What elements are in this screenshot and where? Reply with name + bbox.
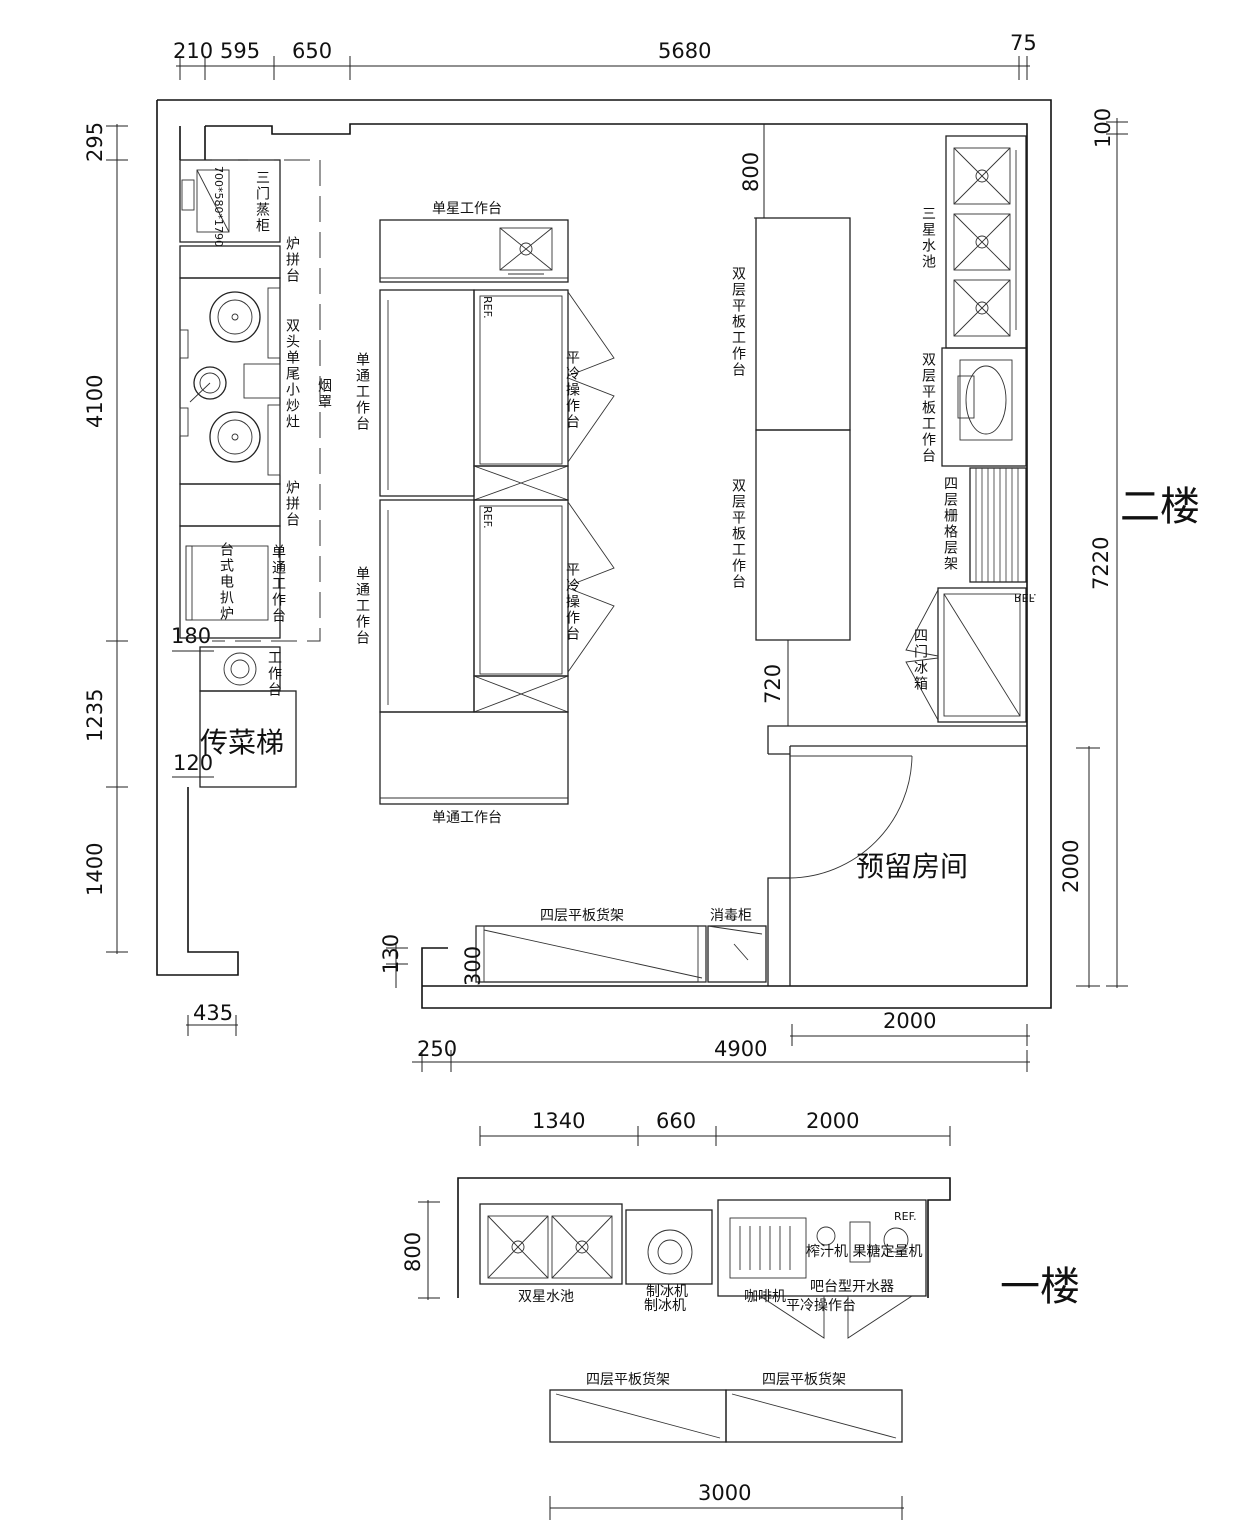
fridge-ref: REF.: [1014, 591, 1037, 604]
reserved-room-label: 预留房间: [856, 850, 968, 883]
top-dimension-line: 210 595 650 5680 75: [173, 31, 1037, 80]
dim-2000-bottom: 2000: [883, 1009, 936, 1033]
dim-595: 595: [220, 39, 260, 63]
dim-800: 800: [739, 152, 763, 192]
double-bench-2-label: 双层平板工作台: [730, 478, 746, 590]
upper-floor-walls: [156, 99, 1052, 1009]
steamer-label: 三门蒸柜: [254, 170, 270, 234]
dim-300: 300: [461, 946, 485, 986]
chill-bench-label: 平冷操作台: [786, 1298, 856, 1314]
machines-label: 榨汁机 果糖定量机: [806, 1243, 922, 1260]
bar-ref: REF.: [894, 1210, 917, 1223]
double-benches: 800 双层平板工作台 双层平板工作台 720: [730, 124, 851, 727]
triple-sink-label: 三星水池: [920, 206, 936, 270]
sterilizer-label: 消毒柜: [710, 908, 752, 924]
steamer-size: 700*580*1790: [212, 166, 225, 247]
left-bench-1: [379, 289, 475, 497]
center-island: 单星工作台 单通工作台 单通工作台 REF. 平冷操作台 REF.: [354, 201, 615, 826]
dim-800-lower: 800: [401, 1232, 425, 1272]
grid-shelf: [969, 467, 1027, 583]
dim-720: 720: [761, 664, 785, 704]
double-bench-2: [755, 429, 851, 641]
reserved-room: 预留房间: [767, 725, 1027, 986]
sink-bench-label: 单星工作台: [432, 201, 502, 217]
single-bench-right-label: 单通工作台: [270, 544, 286, 624]
boiler-label: 吧台型开水器: [810, 1279, 894, 1295]
dim-250: 250: [417, 1037, 457, 1061]
floor-label-upper: 二楼: [1120, 484, 1200, 530]
dim-5680: 5680: [658, 39, 711, 63]
dumbwaiter-label: 传菜梯: [200, 726, 284, 759]
double-sink: [479, 1203, 623, 1285]
dim-210: 210: [173, 39, 213, 63]
bottom-bench: [379, 711, 569, 805]
small-bench-label: 工作台: [266, 650, 282, 698]
right-wall-equipment: 三星水池 双层平板工作台 四层栅格层架 REF. 四门冰箱: [905, 135, 1037, 723]
grid-shelf-label: 四层栅格层架: [942, 476, 958, 572]
floor-label-lower: 一楼: [1000, 1264, 1080, 1310]
shelf-label: 四层平板货架: [540, 907, 624, 924]
dim-100: 100: [1091, 108, 1115, 148]
hood-label: 烟罩: [316, 378, 332, 410]
triple-sink: [945, 135, 1027, 349]
bottom-bench-label: 单通工作台: [432, 810, 502, 826]
dim-4900: 4900: [714, 1037, 767, 1061]
ice-maker: [625, 1209, 713, 1285]
double-bench-1: [755, 217, 851, 431]
stove-side-bench-top: [179, 245, 281, 279]
stove-side-bottom-label: 炉拼台: [284, 480, 300, 528]
four-door-fridge: [937, 587, 1027, 723]
dim-1235: 1235: [83, 689, 107, 742]
four-tier-shelf-lower-2: [725, 1389, 903, 1443]
cooking-line: 700*580*1790 三门蒸柜 炉拼台 双头单尾小炒灶 烟罩 炉拼台 台式电…: [179, 159, 332, 788]
dim-295: 295: [83, 122, 107, 162]
right-dimension-line: 100 7220 2000 二楼: [1059, 108, 1200, 988]
chiller-2-label: 平冷操作台: [564, 562, 580, 642]
left-bench-1-label: 单通工作台: [354, 352, 370, 432]
left-bench-2: [379, 499, 475, 713]
bar-bench: [717, 1199, 927, 1297]
single-sink-bench: [379, 219, 569, 283]
dim-3000: 3000: [698, 1481, 751, 1505]
double-bench-3-label: 双层平板工作台: [920, 352, 936, 464]
chiller-2-ref: REF.: [481, 506, 494, 529]
dim-660: 660: [656, 1109, 696, 1133]
griddle-label: 台式电扒炉: [218, 542, 234, 622]
bottom-dimension-line: 435 2000 250 4900: [186, 1001, 1030, 1072]
dim-4100: 4100: [83, 375, 107, 428]
bottom-storage: 四层平板货架 消毒柜 130 300: [379, 907, 767, 988]
stove-side-top-label: 炉拼台: [284, 236, 300, 284]
dim-1340: 1340: [532, 1109, 585, 1133]
coffee-label: 咖啡机: [744, 1289, 786, 1305]
sterilizer: [707, 925, 767, 983]
double-sink-label: 双星水池: [518, 1289, 574, 1305]
dim-120: 120: [173, 751, 213, 775]
dim-2000-lower: 2000: [806, 1109, 859, 1133]
dim-7220: 7220: [1089, 537, 1113, 590]
dim-1400: 1400: [83, 843, 107, 896]
stove-side-bench-bottom: [179, 483, 281, 527]
dim-650: 650: [292, 39, 332, 63]
dim-2000-right: 2000: [1059, 840, 1083, 893]
fridge-label: 四门冰箱: [912, 628, 928, 692]
dim-75: 75: [1010, 31, 1037, 55]
left-bench-2-label: 单通工作台: [354, 566, 370, 646]
lower-floor: 1340 660 2000 800 双星水池 制冰机 制冰机: [401, 1109, 1080, 1520]
dim-130: 130: [379, 934, 403, 974]
dim-180: 180: [171, 624, 211, 648]
left-dimension-line: 295 4100 1235 1400 180 120: [83, 122, 214, 954]
chiller-1-ref: REF.: [481, 296, 494, 319]
lower-shelf-1-label: 四层平板货架: [586, 1371, 670, 1388]
dim-435: 435: [193, 1001, 233, 1025]
dumbwaiter: [199, 690, 297, 788]
ice-maker-label-b: 制冰机: [644, 1298, 686, 1314]
lower-shelf-2-label: 四层平板货架: [762, 1371, 846, 1388]
ice-maker-label-a: 制冰机: [646, 1284, 688, 1300]
double-bench-1-label: 双层平板工作台: [730, 266, 746, 378]
chiller-1-label: 平冷操作台: [564, 350, 580, 430]
griddle-bench: [179, 525, 281, 639]
double-bench-3: [941, 347, 1027, 467]
wok-range-label: 双头单尾小炒灶: [284, 318, 300, 430]
